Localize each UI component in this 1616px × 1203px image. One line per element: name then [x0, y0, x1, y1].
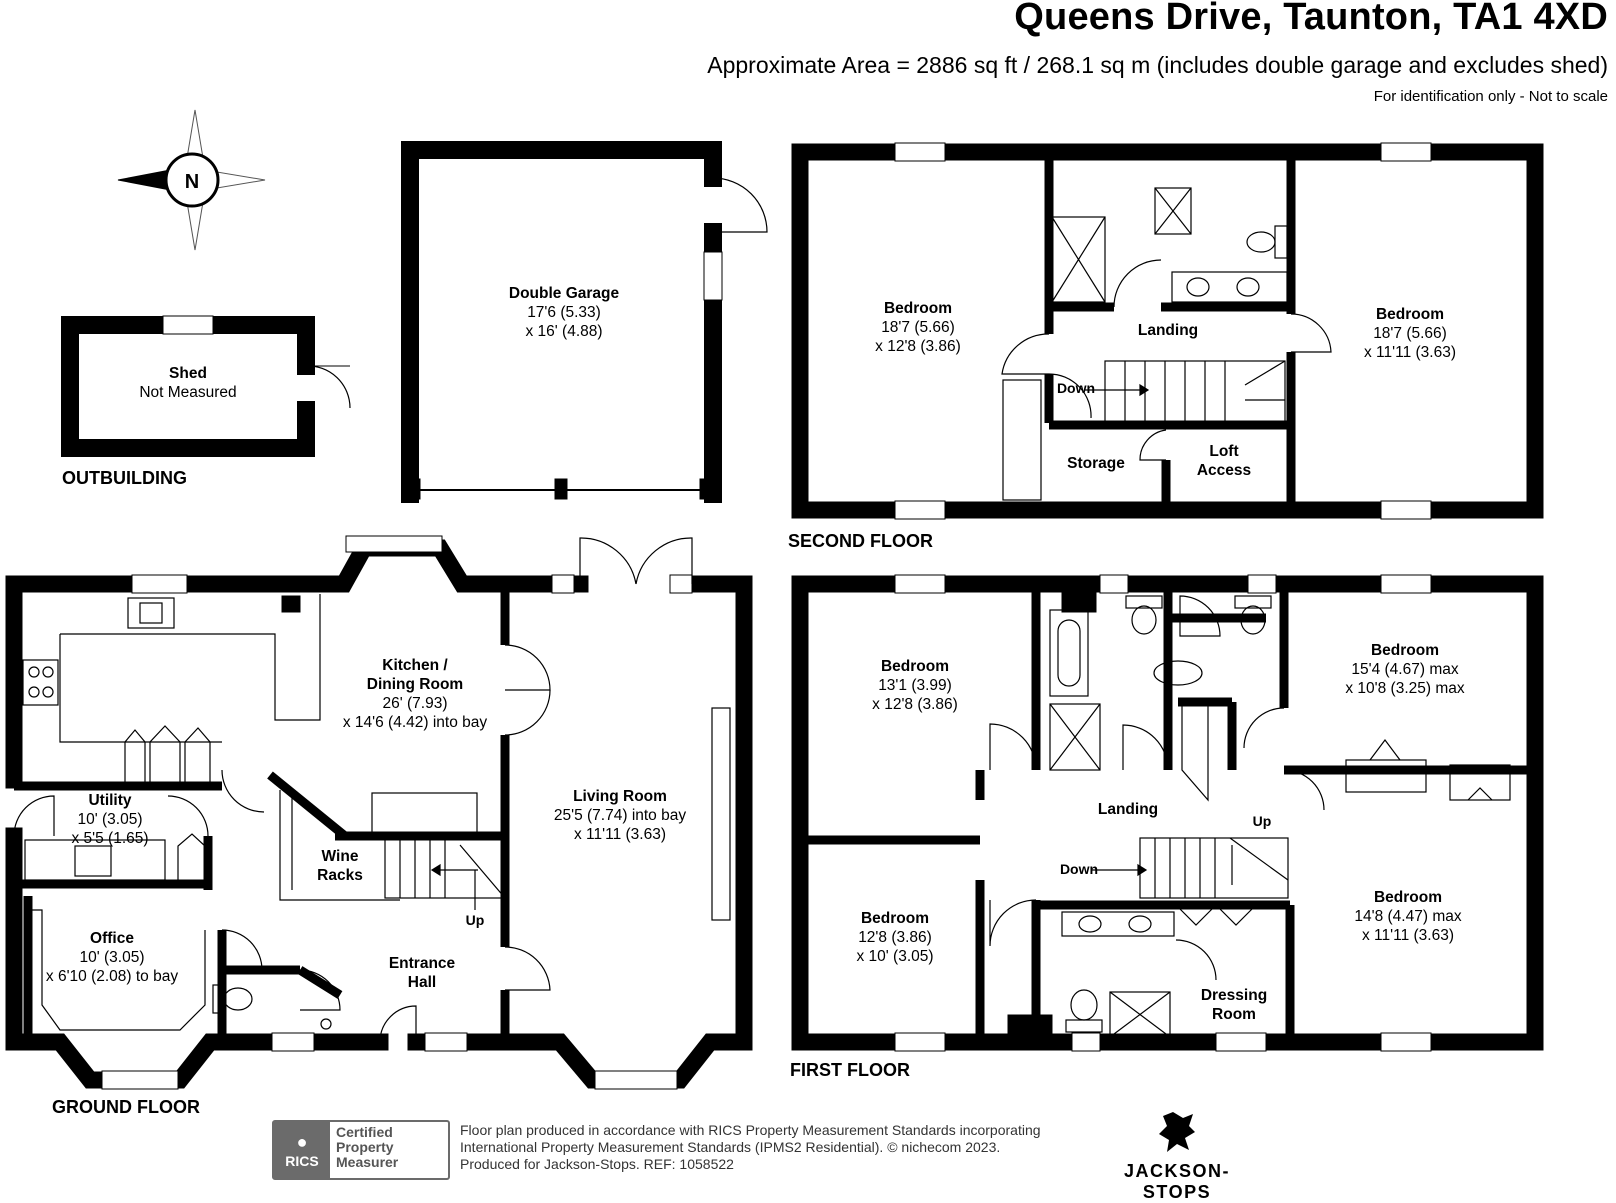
utility-label: Utility: [88, 792, 131, 809]
kitchen-dim2: x 14'6 (4.42) into bay: [343, 714, 488, 731]
ff-bedroom-tl-dim2: x 12'8 (3.86): [872, 696, 958, 713]
sf-landing-label: Landing: [1138, 322, 1198, 339]
hound-emblem-icon: [1159, 1112, 1195, 1152]
ff-down-label: Down: [1060, 861, 1098, 877]
sf-bedroom-right-dim1: 18'7 (5.66): [1373, 325, 1447, 342]
ff-bedroom-tl-label: Bedroom: [881, 658, 949, 675]
shed-outline: [61, 316, 315, 457]
badge-line-2: Property: [336, 1139, 394, 1155]
utility-dim1: 10' (3.05): [78, 811, 143, 828]
sf-bedroom-left-dim1: 18'7 (5.66): [881, 319, 955, 336]
gf-up-label: Up: [466, 912, 485, 928]
ff-bedroom-br-label: Bedroom: [1374, 889, 1442, 906]
kitchen-label-2: Dining Room: [367, 676, 463, 693]
ff-up-label: Up: [1253, 813, 1272, 829]
area-subtitle: Approximate Area = 2886 sq ft / 268.1 sq…: [707, 52, 1608, 78]
sf-bedroom-right-label: Bedroom: [1376, 306, 1444, 323]
shed-dim: Not Measured: [139, 384, 236, 401]
rics-badge-text: Certified Property Measurer: [330, 1122, 448, 1178]
storage-label: Storage: [1067, 455, 1125, 472]
living-dim2: x 11'11 (3.63): [574, 826, 666, 843]
dressing-label-2: Room: [1212, 1006, 1256, 1023]
utility-dim2: x 5'5 (1.65): [71, 830, 148, 847]
jackson-stops-logo: JACKSON-STOPS: [1092, 1110, 1262, 1203]
wine-label-2: Racks: [317, 867, 363, 884]
page-title: Queens Drive, Taunton, TA1 4XD: [1014, 0, 1608, 38]
rics-logo: ● RICS: [274, 1122, 330, 1178]
compass-label: N: [185, 171, 199, 193]
ff-bedroom-tr-label: Bedroom: [1371, 642, 1439, 659]
sf-bedroom-left-label: Bedroom: [884, 300, 952, 317]
ground-floor-label: GROUND FLOOR: [52, 1097, 200, 1117]
kitchen-label-1: Kitchen /: [382, 657, 448, 674]
compass-icon: [117, 109, 266, 251]
shed-door-icon: [305, 365, 351, 409]
badge-line-1: Certified: [336, 1124, 393, 1140]
wine-label-1: Wine: [322, 848, 359, 865]
outbuilding-label: OUTBUILDING: [62, 468, 187, 488]
ff-bedroom-bl-dim1: 12'8 (3.86): [858, 929, 932, 946]
rics-emblem-icon: ●: [296, 1131, 308, 1152]
first-floor-label: FIRST FLOOR: [790, 1060, 910, 1080]
garage-dim1: 17'6 (5.33): [527, 304, 601, 321]
kitchen-dim1: 26' (7.93): [383, 695, 448, 712]
garage-door-icon: [712, 177, 768, 233]
hall-label-1: Entrance: [389, 955, 456, 972]
ff-bedroom-br-dim1: 14'8 (4.47) max: [1354, 908, 1461, 925]
living-label: Living Room: [573, 788, 667, 805]
garage-window-icon: [703, 251, 723, 301]
sf-down-label: Down: [1057, 380, 1095, 396]
shed-window-icon: [162, 315, 214, 335]
ff-bedroom-tl-dim1: 13'1 (3.99): [878, 677, 952, 694]
sf-bedroom-left-dim2: x 12'8 (3.86): [875, 338, 961, 355]
shed-label: Shed: [169, 365, 207, 382]
footer-credits: Floor plan produced in accordance with R…: [460, 1122, 1041, 1173]
rics-certified-badge: ● RICS Certified Property Measurer: [272, 1120, 450, 1180]
office-dim2: x 6'10 (2.08) to bay: [46, 968, 178, 985]
office-dim1: 10' (3.05): [80, 949, 145, 966]
office-label: Office: [90, 930, 134, 947]
ff-bedroom-bl-dim2: x 10' (3.05): [856, 948, 933, 965]
brand-name: JACKSON-STOPS: [1123, 1161, 1230, 1202]
living-dim1: 25'5 (7.74) into bay: [554, 807, 686, 824]
ff-bedroom-br-dim2: x 11'11 (3.63): [1362, 927, 1454, 944]
loft-label-2: Access: [1197, 462, 1251, 479]
rics-text: RICS: [285, 1152, 319, 1169]
dressing-label-1: Dressing: [1201, 987, 1267, 1004]
loft-label-1: Loft: [1209, 443, 1238, 460]
second-floor-label: SECOND FLOOR: [788, 531, 933, 551]
garage-dim2: x 16' (4.88): [525, 323, 602, 340]
scale-note: For identification only - Not to scale: [1373, 88, 1608, 105]
sf-bedroom-right-dim2: x 11'11 (3.63): [1364, 344, 1456, 361]
ff-bedroom-tr-dim1: 15'4 (4.67) max: [1351, 661, 1458, 678]
garage-label: Double Garage: [509, 285, 620, 302]
garage-outline: [401, 141, 722, 503]
badge-line-3: Measurer: [336, 1154, 399, 1170]
footer-line-1: Floor plan produced in accordance with R…: [460, 1122, 1041, 1138]
ff-landing-label: Landing: [1098, 801, 1158, 818]
ff-bedroom-tr-dim2: x 10'8 (3.25) max: [1345, 680, 1465, 697]
footer-line-3: Produced for Jackson-Stops. REF: 1058522: [460, 1156, 734, 1172]
hall-label-2: Hall: [408, 974, 436, 991]
ff-bedroom-bl-label: Bedroom: [861, 910, 929, 927]
footer-line-2: International Property Measurement Stand…: [460, 1139, 1001, 1155]
